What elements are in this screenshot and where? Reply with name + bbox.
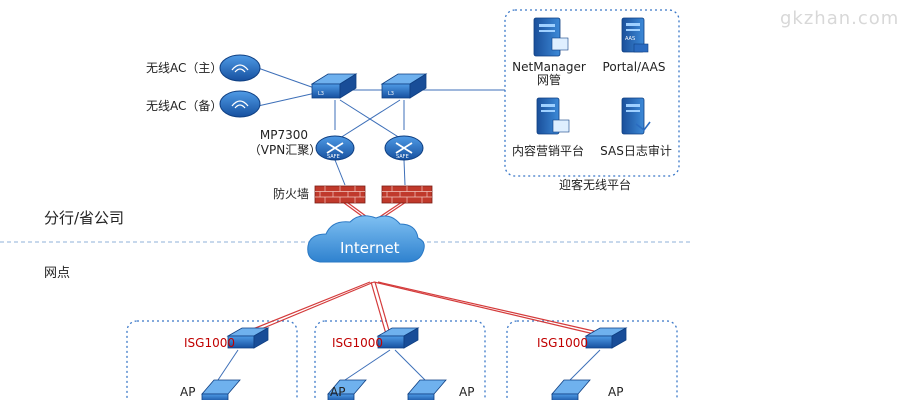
label-ac-primary: 无线AC（主） [146, 61, 223, 75]
label-firewall: 防火墙 [273, 187, 310, 201]
label-ac-backup: 无线AC（备） [146, 99, 223, 113]
label-mp-role: （VPN汇聚） [248, 143, 322, 157]
label-isg-2: ISG1000 [332, 336, 383, 350]
ap-device-4 [551, 379, 591, 400]
label-ap-4: AP [608, 385, 624, 399]
internet-cloud [307, 215, 425, 263]
l3-switch-right: L3 [380, 73, 428, 99]
label-ap-3: AP [459, 385, 475, 399]
label-isg-1: ISG1000 [184, 336, 235, 350]
ac-backup-device [219, 90, 261, 118]
label-ap-2: AP [330, 385, 346, 399]
label-ap-1: AP [180, 385, 196, 399]
outlet-box-2 [314, 320, 486, 400]
label-netmanager: NetManager [512, 60, 586, 74]
watermark: gkzhan.com [780, 8, 900, 29]
svg-text:SAFE: SAFE [396, 154, 409, 160]
outlet-box-3 [506, 320, 678, 400]
ap-device-1 [201, 379, 241, 400]
ap-device-2 [327, 379, 367, 400]
netmanager-server [533, 17, 569, 57]
content-marketing-server [536, 97, 570, 135]
isg-ap-links [217, 349, 601, 381]
platform-box [504, 9, 680, 177]
label-isg-3: ISG1000 [537, 336, 588, 350]
internet-label: Internet [340, 239, 400, 257]
core-links [257, 67, 505, 186]
label-sas: SAS日志审计 [600, 144, 672, 158]
l3-switch-left: L3 [310, 73, 358, 99]
isg-device-1 [226, 327, 270, 349]
firewall-left [314, 185, 366, 204]
firewall-right [381, 185, 433, 204]
label-netmanager-cn: 网管 [536, 73, 561, 87]
ac-primary-device [219, 54, 261, 82]
svg-text:AAS: AAS [625, 36, 635, 42]
router-left: SAFE [315, 135, 355, 161]
label-portal-aas: Portal/AAS [602, 60, 666, 74]
sas-log-audit-server [621, 97, 651, 135]
section-branch: 分行/省公司 [44, 209, 125, 227]
svg-text:L3: L3 [388, 91, 394, 97]
ap-device-3 [407, 379, 447, 400]
outlet-box-1 [126, 320, 298, 400]
svg-text:SAFE: SAFE [327, 154, 340, 160]
router-right: SAFE [384, 135, 424, 161]
section-outlet: 网点 [44, 266, 71, 281]
label-mp-model: MP7300 [259, 128, 309, 142]
isg-device-2 [376, 327, 420, 349]
label-content-platform: 内容营销平台 [511, 144, 584, 158]
isg-device-3 [584, 327, 628, 349]
label-platform-title: 迎客无线平台 [558, 178, 631, 192]
svg-text:L3: L3 [318, 91, 324, 97]
portal-aas-server: AAS [621, 17, 649, 53]
